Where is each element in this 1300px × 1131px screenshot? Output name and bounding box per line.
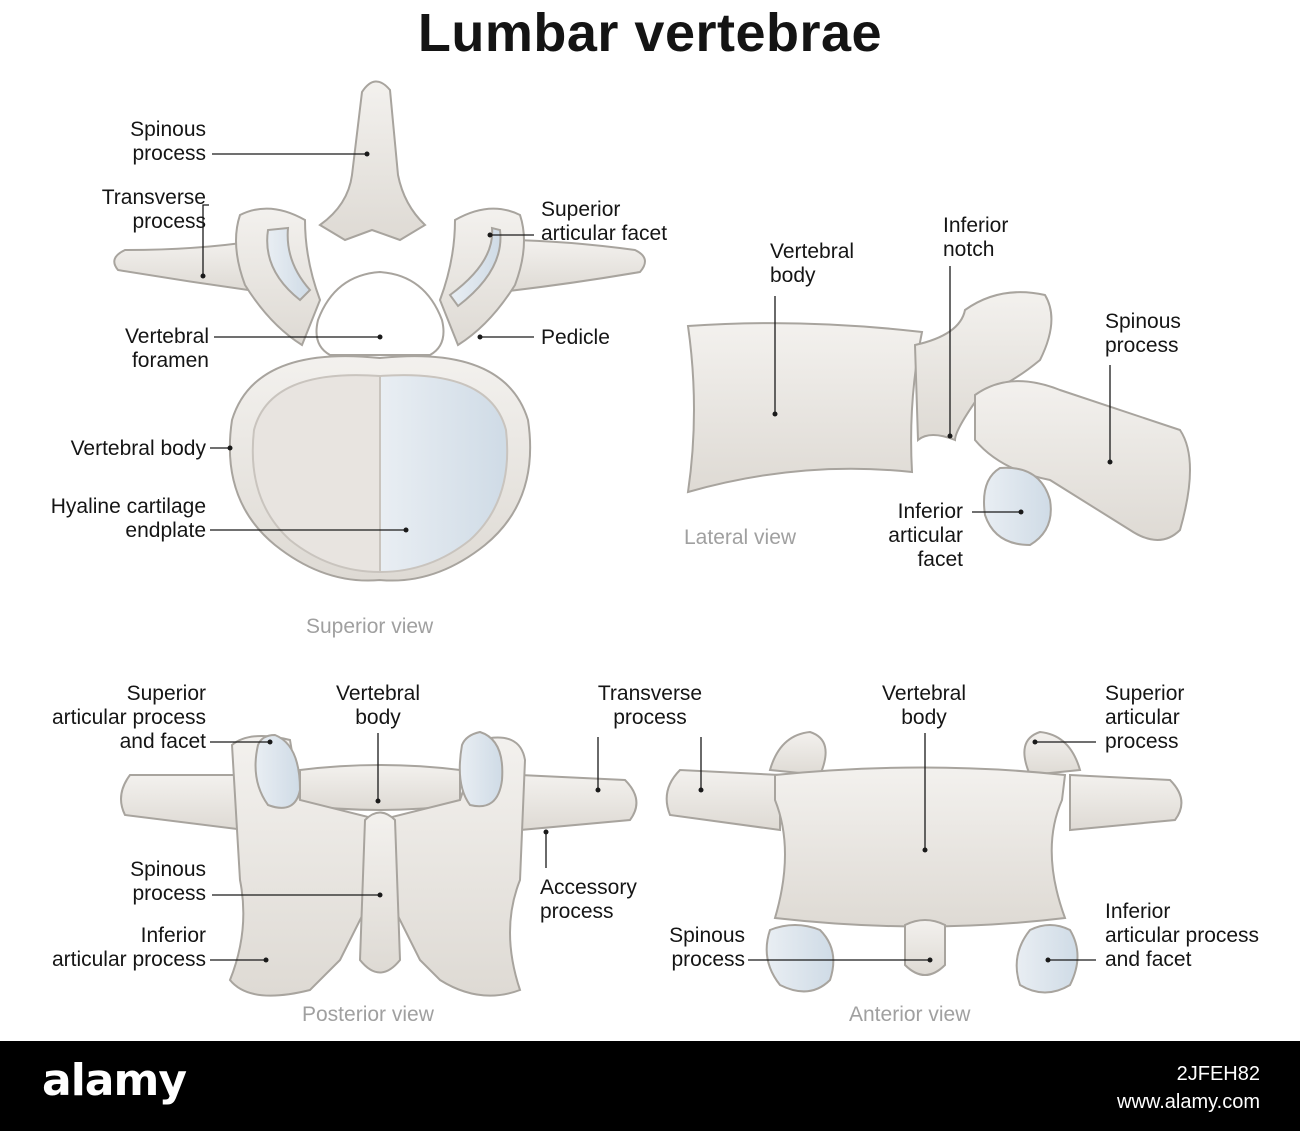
label-superior-vertebral-body: Vertebral body <box>70 437 206 460</box>
image-id: 2JFEH82 <box>1176 1063 1260 1085</box>
posterior-vertebral-body-rim <box>299 764 461 811</box>
leader-lines <box>202 153 1111 961</box>
diagram-title: Lumbar vertebrae <box>417 3 883 63</box>
stock-footer-bar: alamy 2JFEH82 www.alamy.com <box>0 1041 1300 1131</box>
lateral-pedicle-arch <box>913 291 1053 443</box>
superior-spinous-process <box>318 80 427 242</box>
label-anterior-vertebral-body: Vertebral body <box>881 682 967 729</box>
leader-superior-transverse <box>202 204 209 276</box>
superior-left-transverse-process <box>113 238 263 294</box>
brand-logo: alamy <box>42 1055 187 1106</box>
leader-endpoints <box>200 151 1113 963</box>
superior-left-facet <box>266 226 312 302</box>
label-superior-transverse-process: Transverse process <box>101 186 206 233</box>
label-anterior-superior-articular-process: Superior articular process <box>1105 682 1185 753</box>
label-posterior-vertebral-body: Vertebral body <box>335 682 421 729</box>
anterior-right-superior-process <box>1023 730 1082 777</box>
label-anterior-inferior-articular-process: Inferior articular process and facet <box>1105 900 1260 971</box>
anterior-right-transverse-process <box>1069 773 1183 832</box>
superior-hyaline-endplate-right <box>379 374 509 574</box>
label-superior-articular-facet: Superior articular facet <box>541 198 668 245</box>
label-posterior-inferior-articular-process: Inferior articular process <box>51 924 206 971</box>
anterior-left-superior-process <box>768 730 827 777</box>
label-vertebral-foramen: Vertebral foramen <box>124 325 209 372</box>
anterior-spinous-process <box>904 919 946 976</box>
label-lateral-spinous-process: Spinous process <box>1105 310 1181 357</box>
caption-lateral-view: Lateral view <box>684 526 797 549</box>
anterior-vertebral-body <box>773 766 1067 928</box>
anterior-left-inferior-facet <box>765 924 835 993</box>
label-lateral-vertebral-body: Vertebral body <box>770 240 855 287</box>
label-posterior-superior-articular-process: Superior articular process and facet <box>51 682 206 753</box>
anatomy-illustration <box>113 80 1191 997</box>
label-posterior-transverse-process: Transverse process <box>597 682 703 729</box>
posterior-left-facet <box>254 733 302 809</box>
superior-view-vertebra <box>113 80 646 582</box>
posterior-right-facet <box>458 730 504 808</box>
lateral-inferior-articular-facet <box>983 466 1052 547</box>
label-inferior-notch: Inferior notch <box>943 214 1009 261</box>
superior-right-facet <box>448 226 502 308</box>
superior-hyaline-endplate-left <box>251 374 381 574</box>
label-hyaline-cartilage-endplate: Hyaline cartilage endplate <box>50 495 206 542</box>
label-accessory-process: Accessory process <box>540 876 637 923</box>
label-anterior-spinous-process: Spinous process <box>669 924 745 971</box>
caption-anterior-view: Anterior view <box>849 1003 971 1026</box>
site-url: www.alamy.com <box>1117 1091 1260 1113</box>
caption-posterior-view: Posterior view <box>302 1003 434 1026</box>
label-lateral-inferior-articular-facet: Inferior articular facet <box>888 500 963 571</box>
superior-vertebral-foramen <box>315 270 445 356</box>
posterior-view-vertebra <box>120 730 638 997</box>
label-posterior-spinous-process: Spinous process <box>130 858 206 905</box>
anterior-view-vertebra <box>665 730 1183 994</box>
caption-superior-view: Superior view <box>306 615 434 638</box>
lateral-view-vertebra <box>686 291 1191 547</box>
anterior-left-transverse-process <box>665 768 781 832</box>
superior-right-transverse-process <box>499 238 646 294</box>
label-pedicle: Pedicle <box>541 326 610 349</box>
posterior-left-transverse-process <box>120 774 247 832</box>
lateral-vertebral-body <box>686 322 924 494</box>
posterior-right-transverse-process <box>519 773 638 832</box>
label-superior-spinous-process: Spinous process <box>130 118 206 165</box>
